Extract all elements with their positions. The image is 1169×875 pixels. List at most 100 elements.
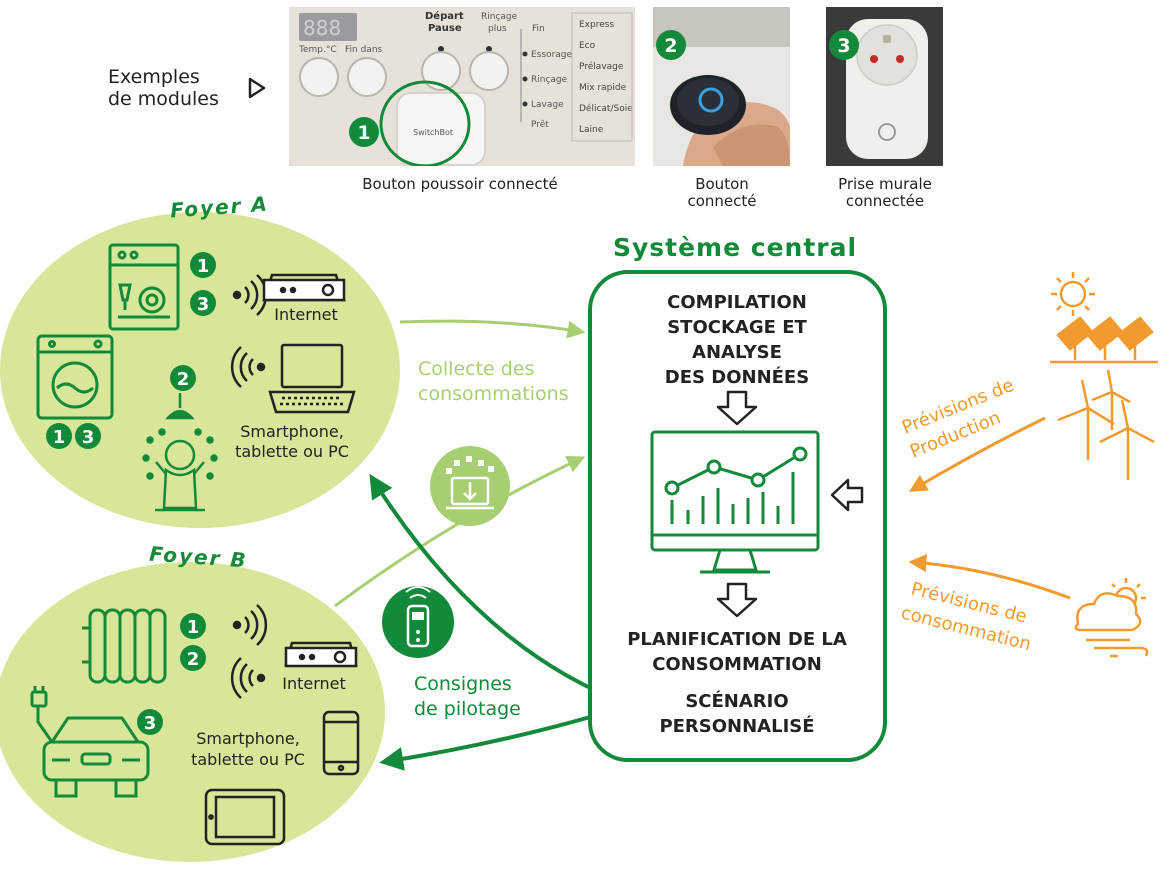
arrow-collecte-b (334, 455, 586, 608)
foyer-b-internet-label: Internet (282, 674, 346, 693)
collecte-line2: consommations (418, 383, 569, 405)
wifi-signal-icon-3 (232, 604, 268, 646)
photo1-caption: Bouton poussoir connecté (362, 175, 558, 193)
central-title: Système central (613, 233, 857, 262)
photo-text-fin: Fin (532, 24, 545, 34)
foyer-b-area (0, 562, 385, 862)
photo-text-laine: Laine (579, 125, 604, 135)
photo-text-depart: Départ (425, 10, 464, 22)
photo3-caption-line2: connectée (845, 192, 925, 210)
badge-b-1-label: 1 (187, 617, 200, 638)
consignes-line2: de pilotage (414, 698, 521, 720)
router-icon-2 (284, 641, 358, 668)
badge-a-3b-label: 3 (82, 427, 95, 448)
central-step1-line4: DES DONNÉES (665, 366, 809, 388)
photo-text-plus: plus (488, 24, 507, 34)
badge-b-3-label: 3 (144, 713, 157, 734)
photo-connected-button: 2 (653, 7, 790, 166)
play-outline-icon (247, 76, 267, 100)
svg-text:888: 888 (303, 16, 341, 40)
remote-control-icon (382, 586, 454, 658)
photo-text-pret: Prêt (531, 119, 549, 130)
photo-text-mix: Mix rapide (579, 83, 627, 93)
solar-panel-icon (1050, 316, 1158, 364)
badge-a-1b-label: 1 (53, 427, 66, 448)
central-step2-line2: CONSOMMATION (652, 654, 822, 675)
photo-text-eco: Eco (579, 41, 596, 51)
photo-text-findans: Fin dans (345, 45, 383, 55)
left-arrow-icon (830, 478, 864, 512)
foyer-a-devices-line2: tablette ou PC (235, 442, 349, 461)
shower-icon (142, 393, 218, 512)
central-step2-line1: PLANIFICATION DE LA (627, 629, 847, 650)
photo3-badge: 3 (837, 35, 850, 57)
consignes-line1: Consignes (414, 673, 512, 695)
foyer-a-devices-line1: Smartphone, (240, 422, 344, 441)
central-step1-line1: COMPILATION (667, 292, 807, 313)
photo3-caption-line1: Prise murale (838, 175, 932, 193)
badge-b-1: 1 (180, 613, 206, 639)
conso-line2: consommation (899, 602, 1033, 655)
foyer-a-title: Foyer A (169, 192, 269, 223)
examples-label-line1: Exemples (108, 66, 200, 88)
arrow-consignes-a (369, 473, 631, 707)
photo2-caption-line1: Bouton (695, 175, 749, 193)
photo-push-button: 888 Temp.°C Fin dans Départ Pause Rinçag… (289, 7, 635, 166)
electric-car-icon (30, 686, 150, 798)
badge-b-3: 3 (137, 709, 163, 735)
collecte-line1: Collecte des (418, 358, 534, 380)
laptop-icon (268, 343, 356, 414)
badge-a-1-label: 1 (197, 256, 210, 277)
foyer-b-title: Foyer B (149, 542, 249, 573)
photo2-caption: Bouton connecté (660, 176, 784, 210)
cloud-sun-wind-icon (1074, 578, 1149, 658)
central-box (588, 270, 887, 762)
wifi-signal-icon (232, 274, 268, 316)
photo-text-essorage: Essorage (531, 50, 572, 60)
central-step1-line2: STOCKAGE ET (667, 317, 807, 338)
central-step1-line3: ANALYSE (692, 342, 782, 363)
router-icon (262, 273, 346, 302)
sun-icon (1051, 272, 1095, 316)
badge-a-1: 1 (190, 252, 216, 278)
foyer-b-devices-line2: tablette ou PC (191, 750, 305, 769)
arrow-prevision-production (908, 416, 1046, 492)
photo-smart-plug: 3 (826, 7, 943, 166)
photo-text-express: Express (579, 20, 614, 30)
photo2-caption-line2: connecté (687, 192, 757, 210)
badge-a-2-label: 2 (177, 369, 190, 390)
central-step3-line2: PERSONNALISÉ (659, 715, 814, 737)
examples-label-line2: de modules (108, 88, 219, 110)
badge-a-2: 2 (170, 365, 196, 391)
photo-text-switchbot: SwitchBot (413, 128, 453, 137)
badge-a-3-label: 3 (197, 294, 210, 315)
photo-text-lavage: Lavage (531, 100, 564, 110)
foyer-b-devices-line1: Smartphone, (196, 729, 300, 748)
photo1-badge: 1 (357, 122, 370, 144)
badge-a-3: 3 (190, 290, 216, 316)
badge-b-2-label: 2 (187, 649, 200, 670)
wifi-signal-icon-2 (230, 346, 266, 388)
wind-turbine-icon (1057, 369, 1155, 480)
arrow-consignes-b (379, 703, 631, 771)
photo-text-pause: Pause (428, 23, 462, 34)
consignes-origin-dot (621, 696, 639, 714)
radiator-icon (82, 608, 167, 684)
washing-machine-icon (36, 334, 114, 420)
photo2-badge: 2 (664, 35, 677, 57)
central-step3-line1: SCÉNARIO (685, 690, 788, 712)
download-cloud-icon (430, 446, 510, 526)
examples-label: Exemples de modules (108, 66, 219, 110)
foyer-a-area (0, 212, 400, 528)
smartphone-icon (322, 710, 360, 776)
tablet-icon (204, 788, 286, 846)
photo-text-rincage-plus: Rinçage (481, 12, 518, 22)
down-arrow-icon-2 (716, 582, 758, 618)
photo-text-prelavage: Prélavage (579, 61, 624, 72)
badge-b-2: 2 (180, 645, 206, 671)
photo3-caption: Prise murale connectée (815, 176, 955, 210)
badge-a-1b: 1 (46, 423, 72, 449)
photo-text-temp: Temp.°C (298, 45, 337, 55)
prod-line1: Prévisions de (899, 375, 1017, 439)
monitor-chart-icon (650, 430, 820, 574)
